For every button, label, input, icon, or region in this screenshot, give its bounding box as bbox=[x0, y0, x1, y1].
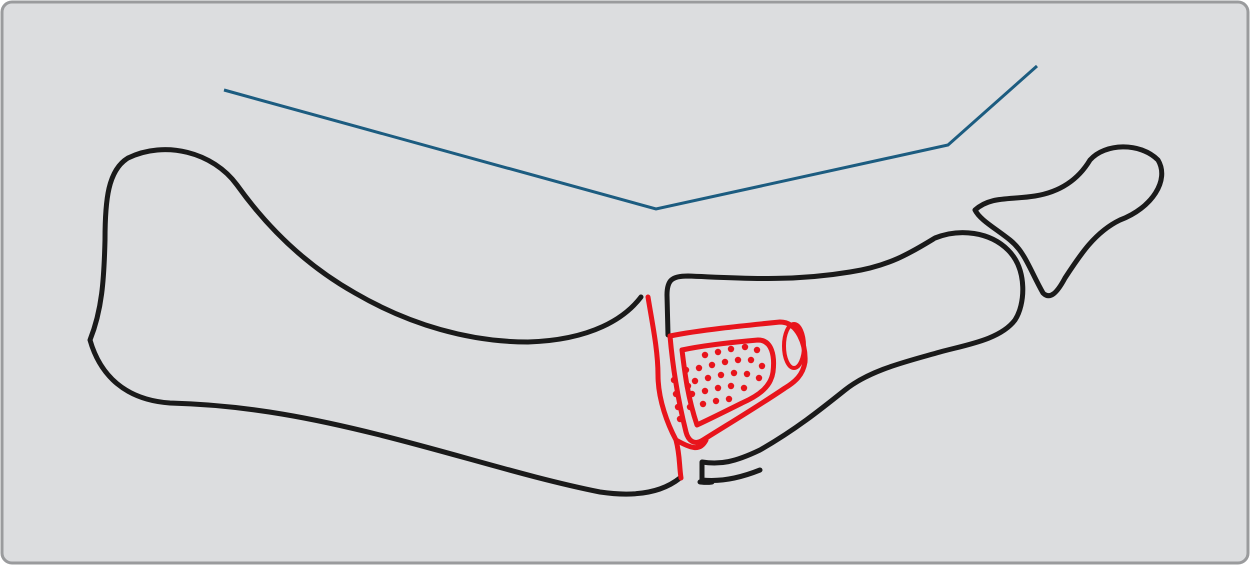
graft-dot bbox=[683, 367, 689, 373]
graft-dot bbox=[728, 346, 734, 352]
graft-dot bbox=[754, 347, 760, 353]
graft-dot bbox=[713, 398, 719, 404]
graft-dot bbox=[685, 383, 691, 389]
graft-dot bbox=[718, 372, 724, 378]
graft-dot bbox=[675, 404, 681, 410]
graft-dot bbox=[731, 370, 737, 376]
graft-dot bbox=[705, 375, 711, 381]
graft-dot bbox=[709, 362, 715, 368]
graft-dot bbox=[744, 371, 750, 377]
graft-dot bbox=[748, 357, 754, 363]
graft-dot bbox=[689, 391, 695, 397]
graft-dot bbox=[728, 383, 734, 389]
graft-dot bbox=[677, 416, 683, 422]
graft-dot bbox=[696, 365, 702, 371]
graft-dot bbox=[759, 363, 765, 369]
graft-dot bbox=[756, 375, 762, 381]
graft-dot bbox=[671, 377, 677, 383]
graft-dot bbox=[742, 344, 748, 350]
graft-dot bbox=[673, 391, 679, 397]
graft-dot bbox=[722, 359, 728, 365]
graft-dot bbox=[741, 385, 747, 391]
graft-dot bbox=[715, 349, 721, 355]
graft-dot bbox=[700, 401, 706, 407]
graft-dot bbox=[735, 357, 741, 363]
graft-dot bbox=[715, 385, 721, 391]
graft-dot bbox=[687, 404, 693, 410]
graft-dot bbox=[692, 378, 698, 384]
graft-dot bbox=[702, 388, 708, 394]
graft-dot bbox=[702, 352, 708, 358]
graft-dot bbox=[726, 396, 732, 402]
